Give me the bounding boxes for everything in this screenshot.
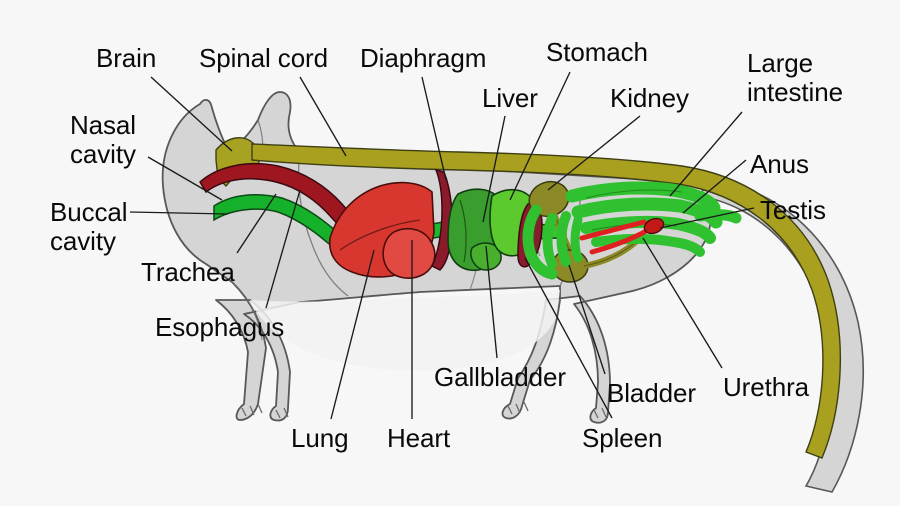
leader-line-gallbladder — [485, 245, 498, 359]
organ-heart — [382, 227, 436, 279]
label-spinal-cord: Spinal cord — [199, 43, 328, 73]
leader-line-liver — [482, 115, 506, 223]
label-trachea: Trachea — [141, 257, 235, 287]
leader-line-buccal-cavity — [129, 211, 229, 215]
leader-line-diaphragm — [421, 76, 447, 181]
organ-gallbladder — [470, 242, 502, 271]
label-stomach: Stomach — [546, 37, 648, 67]
leader-line-kidney — [547, 115, 641, 191]
label-brain: Brain — [96, 43, 157, 73]
leader-lines — [129, 71, 755, 420]
leader-line-spinal-cord — [299, 76, 347, 157]
label-gallbladder: Gallbladder — [434, 362, 566, 392]
label-esophagus: Esophagus — [155, 312, 285, 342]
leader-line-lung — [330, 249, 375, 420]
leader-line-large-intestine — [669, 111, 743, 197]
organ-small-intestine — [522, 204, 583, 280]
label-kidney: Kidney — [610, 83, 689, 113]
label-liver: Liver — [482, 83, 538, 113]
leader-line-nasal-cavity — [147, 156, 223, 201]
label-bladder: Bladder — [607, 378, 696, 408]
label-lung: Lung — [291, 423, 349, 453]
organ-spinal-cord — [251, 143, 842, 459]
leader-line-brain — [150, 76, 233, 152]
leader-line-urethra — [642, 237, 723, 369]
label-testis: Testis — [760, 195, 826, 225]
leader-line-spleen — [524, 257, 613, 419]
label-diaphragm: Diaphragm — [360, 43, 487, 73]
label-anus: Anus — [750, 149, 809, 179]
leader-line-stomach — [509, 71, 571, 201]
leader-line-bladder — [568, 264, 606, 375]
label-urethra: Urethra — [723, 372, 809, 402]
organ-testis — [579, 217, 665, 255]
label-spleen: Spleen — [582, 423, 663, 453]
leader-line-anus — [682, 159, 747, 214]
leader-line-esophagus — [265, 189, 301, 309]
leader-line-trachea — [236, 193, 277, 254]
label-heart: Heart — [387, 423, 451, 453]
leader-line-testis — [659, 207, 755, 229]
